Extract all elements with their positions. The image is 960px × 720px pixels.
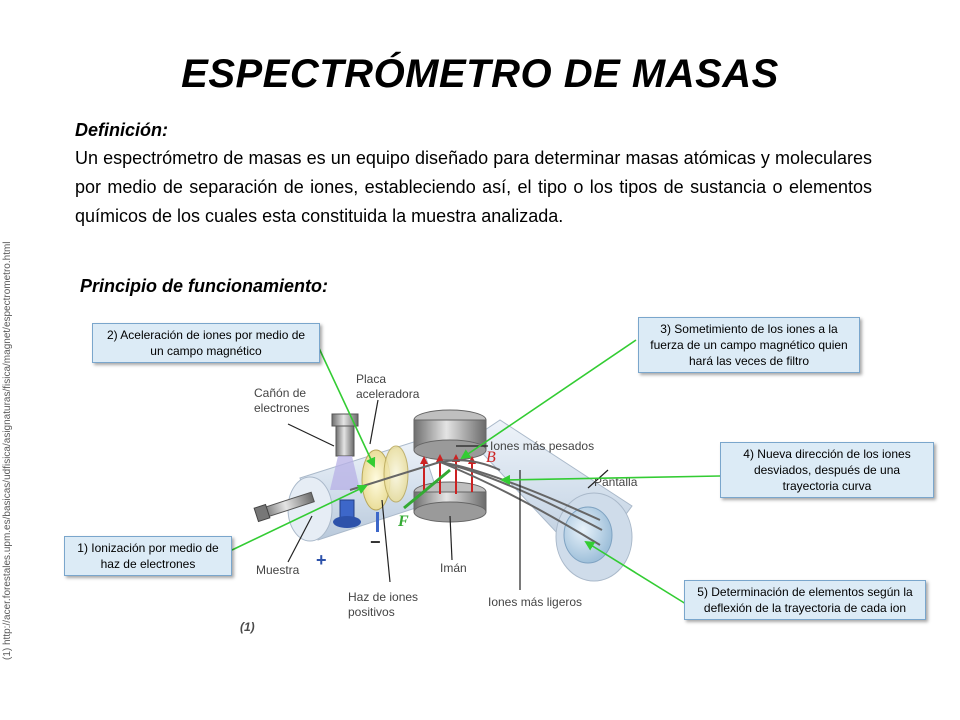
- label-canon-line2: electrones: [254, 401, 309, 415]
- electron-gun: [330, 413, 360, 490]
- callout-aceleracion: 2) Aceleración de iones por medio de un …: [92, 323, 320, 363]
- label-placa-line2: aceleradora: [356, 387, 420, 401]
- plus-sign: +: [316, 550, 327, 570]
- pointer-4: [500, 474, 721, 485]
- force-vector: [403, 468, 451, 510]
- definition-text: Un espectrómetro de masas es un equipo d…: [75, 148, 872, 226]
- label-haz-line2: positivos: [348, 605, 395, 619]
- f-vector-label: F: [397, 513, 409, 530]
- figure-reference: (1): [240, 620, 255, 634]
- b-vector-label: B: [486, 449, 496, 466]
- principle-heading: Principio de funcionamiento:: [80, 276, 329, 296]
- callout-nueva-direccion-text: 4) Nueva dirección de los iones desviado…: [743, 447, 911, 493]
- detector-screen: [563, 506, 613, 564]
- label-placa-line1: Placa: [356, 372, 386, 386]
- pointer-2: [317, 345, 376, 468]
- definition-heading: Definición:: [75, 120, 168, 140]
- callout-ionizacion-text: 1) Ionización por medio de haz de electr…: [77, 541, 219, 571]
- pointer-5: [584, 540, 687, 605]
- ion-stand: [333, 499, 379, 532]
- callout-aceleracion-text: 2) Aceleración de iones por medio de un …: [106, 328, 306, 358]
- callout-nueva-direccion: 4) Nueva dirección de los iones desviado…: [720, 442, 934, 498]
- magnet: [413, 409, 487, 523]
- label-iman: Imán: [440, 561, 467, 575]
- minus-sign: −: [370, 532, 381, 552]
- pointer-1: [231, 484, 368, 551]
- callout-ionizacion: 1) Ionización por medio de haz de electr…: [64, 536, 232, 576]
- callout-sometimiento-text: 3) Sometimiento de los iones a la fuerza…: [650, 322, 848, 368]
- label-iones-pesados: Iones más pesados: [490, 439, 594, 453]
- sample-holder: [253, 491, 315, 523]
- callout-determinacion: 5) Determinación de elementos según la d…: [684, 580, 926, 620]
- pointer-3: [460, 339, 637, 460]
- callout-sometimiento: 3) Sometimiento de los iones a la fuerza…: [638, 317, 860, 373]
- label-canon-line1: Cañón de: [254, 386, 306, 400]
- label-haz-line1: Haz de iones: [348, 590, 418, 604]
- callout-pointers: [231, 339, 721, 605]
- callout-determinacion-text: 5) Determinación de elementos según la d…: [697, 585, 913, 615]
- label-muestra: Muestra: [256, 563, 300, 577]
- page-title: ESPECTRÓMETRO DE MASAS: [181, 52, 779, 96]
- label-iones-ligeros: Iones más ligeros: [488, 595, 582, 609]
